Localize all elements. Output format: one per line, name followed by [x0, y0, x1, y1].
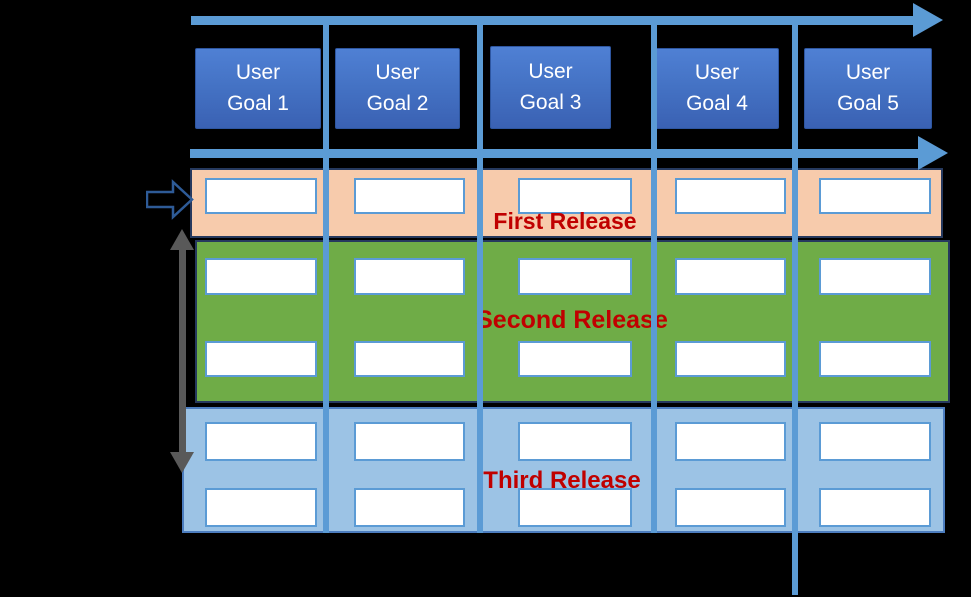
second-timeline-arrow	[190, 149, 919, 158]
story-card	[205, 258, 317, 295]
story-card	[675, 422, 786, 461]
story-card	[819, 258, 931, 295]
story-card	[675, 488, 786, 527]
story-card	[518, 258, 632, 295]
story-card	[354, 341, 465, 377]
story-card	[354, 258, 465, 295]
user-goal-box-5: User Goal 5	[804, 48, 932, 129]
story-card	[354, 422, 465, 461]
story-card	[675, 341, 786, 377]
story-card	[819, 422, 931, 461]
priority-arrow-down-icon	[170, 452, 194, 473]
story-card	[205, 178, 317, 214]
story-card	[819, 178, 931, 214]
story-card	[205, 422, 317, 461]
user-goal-box-4: User Goal 4	[655, 48, 779, 129]
second-release-label: Second Release	[476, 306, 668, 334]
column-divider-line-1	[323, 20, 329, 533]
user-goal-label: User Goal 4	[686, 61, 748, 115]
top-timeline-arrowhead-icon	[913, 3, 943, 37]
user-goal-label: User Goal 2	[366, 61, 429, 115]
story-card	[819, 341, 931, 377]
story-card	[518, 341, 632, 377]
block-arrow-icon	[146, 179, 194, 220]
top-timeline-arrow	[191, 16, 914, 25]
column-divider-line-3	[651, 20, 657, 533]
story-card	[354, 488, 465, 527]
story-card	[354, 178, 465, 214]
second-timeline-arrowhead-icon	[918, 136, 948, 170]
story-card	[675, 178, 786, 214]
priority-arrow-up-icon	[170, 229, 194, 250]
story-card	[819, 488, 931, 527]
column-divider-line-2	[477, 20, 483, 533]
story-card	[205, 341, 317, 377]
first-release-label: First Release	[493, 208, 637, 234]
user-goal-label: User Goal 3	[519, 60, 582, 114]
priority-double-arrow-shaft	[179, 248, 186, 452]
story-card	[675, 258, 786, 295]
story-card	[518, 422, 632, 461]
story-card	[518, 488, 632, 527]
user-goal-box-2: User Goal 2	[335, 48, 460, 129]
story-card	[205, 488, 317, 527]
story-card	[518, 178, 632, 214]
column-divider-line-4	[792, 20, 798, 595]
user-goal-box-3: User Goal 3	[490, 46, 611, 129]
user-goal-label: User Goal 5	[837, 61, 899, 115]
user-goal-label: User Goal 1	[227, 61, 289, 115]
user-goal-box-1: User Goal 1	[195, 48, 321, 129]
